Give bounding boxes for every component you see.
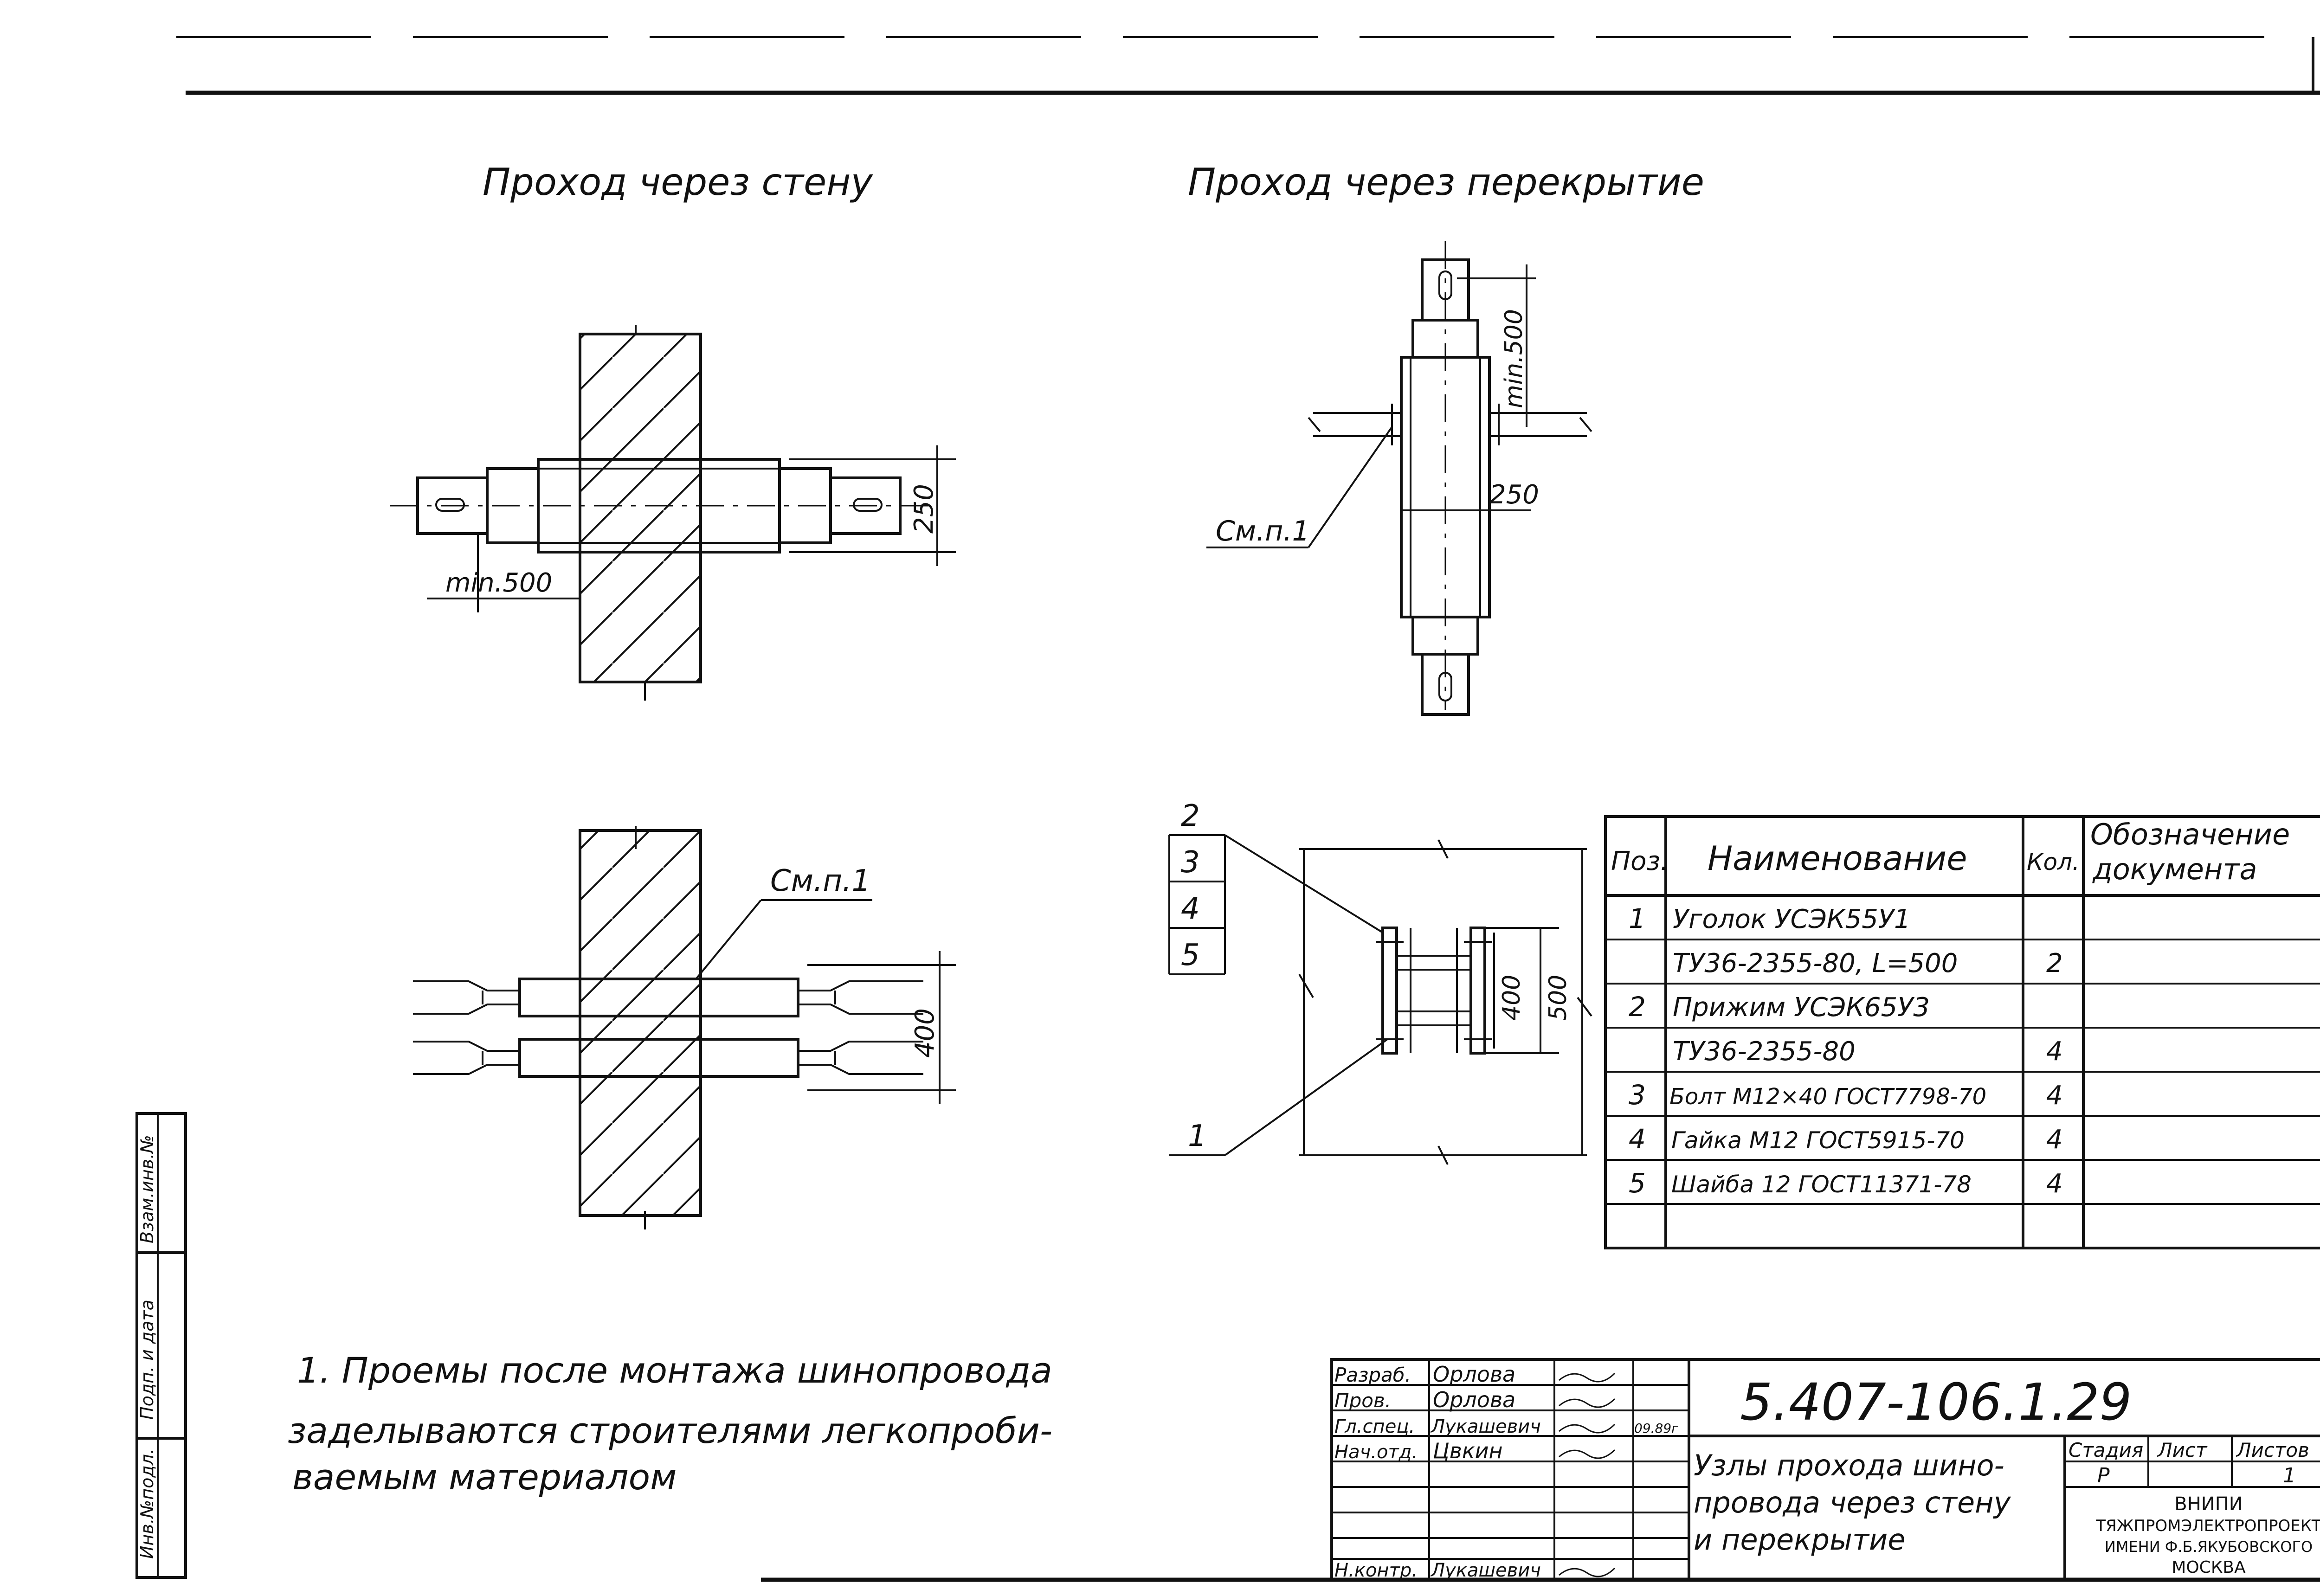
header-name: Наименование: [1708, 839, 1967, 878]
sheet-frame: [186, 90, 2320, 95]
svg-text:3: 3: [1629, 1079, 1646, 1111]
detail-dim-500: 500: [1544, 975, 1572, 1021]
note-line-2: заделываются строителями легкопроби-: [288, 1410, 1052, 1451]
role-nkontr: Н.контр.: [1334, 1560, 1418, 1581]
sheets-value: 1: [2283, 1464, 2296, 1487]
svg-text:4: 4: [2046, 1081, 2063, 1111]
svg-text:4: 4: [2046, 1125, 2063, 1155]
svg-text:Прижим УСЭК65У3: Прижим УСЭК65У3: [1673, 992, 1930, 1023]
title-line-2: провода через стену: [1694, 1486, 2011, 1519]
name-nkontr: Лукашевич: [1430, 1560, 1541, 1581]
svg-text:Шайба 12 ГОСТ11371-78: Шайба 12 ГОСТ11371-78: [1671, 1171, 1972, 1198]
wall-dim-250: 250: [909, 484, 939, 534]
header-qty: Кол.: [2027, 849, 2080, 875]
org-line-2: ТЯЖПРОМЭЛЕКТРОПРОЕКТ: [2095, 1517, 2320, 1535]
svg-text:Гайка М12 ГОСТ5915-70: Гайка М12 ГОСТ5915-70: [1671, 1127, 1965, 1154]
detail-pos-3: 3: [1181, 845, 1200, 880]
approval-date: 09.89г: [1634, 1421, 1678, 1436]
table-row: ТУ36-2355-80, L=500 2: [1673, 948, 2063, 978]
role-nachotd: Нач.отд.: [1334, 1442, 1418, 1463]
table-row: 2 Прижим УСЭК65У3: [1629, 991, 1930, 1023]
svg-text:2: 2: [1629, 991, 1646, 1023]
svg-text:5: 5: [1629, 1167, 1646, 1199]
name-nachotd: Цвкин: [1433, 1438, 1503, 1463]
table-row: 1 Уголок УСЭК55У1: [1629, 903, 1911, 934]
stamp-vzam-inv: Взам.инв.№: [137, 1135, 157, 1243]
stage-label: Стадия: [2069, 1439, 2143, 1461]
signature-marks: [1559, 1372, 1616, 1577]
detail-pos-2: 2: [1181, 799, 1200, 833]
svg-text:Болт М12×40 ГОСТ7798-70: Болт М12×40 ГОСТ7798-70: [1669, 1084, 1986, 1110]
wall-callout: См.п.1: [770, 864, 870, 898]
org-line-3: ИМЕНИ Ф.Б.ЯКУБОВСКОГО: [2105, 1538, 2313, 1556]
detail-dim-400: 400: [1498, 975, 1526, 1021]
note-block: 1. Проемы после монтажа шинопровода заде…: [288, 1350, 1052, 1498]
svg-text:ТУ36-2355-80, L=500: ТУ36-2355-80, L=500: [1673, 948, 1958, 978]
table-row: 4 Гайка М12 ГОСТ5915-70 4: [1629, 1123, 2063, 1155]
floor-dim-min500: min.500: [1500, 309, 1528, 408]
detail-view: 2 3 4 5 400 500 1: [1168, 799, 1592, 1165]
header-doc-1: Обозначение: [2090, 817, 2290, 851]
title-line-1: Узлы прохода шино-: [1694, 1448, 2004, 1482]
floor-view-title: Проход через перекрытие: [1188, 161, 1704, 204]
wall-view-title: Проход через стену: [483, 161, 873, 204]
side-stamp: Инв.№подл. Подп. и дата Взам.инв.№: [135, 1112, 187, 1579]
wall-plan-view: 250 min.500: [390, 325, 956, 701]
sheet-label: Лист: [2157, 1439, 2208, 1461]
header-pos: Поз.: [1611, 846, 1669, 876]
svg-text:1: 1: [1629, 903, 1646, 934]
org-line-4: МОСКВА: [2172, 1558, 2246, 1577]
svg-text:Уголок УСЭК55У1: Уголок УСЭК55У1: [1673, 904, 1911, 934]
table-row: 3 Болт М12×40 ГОСТ7798-70 4: [1629, 1079, 2063, 1111]
detail-pos-4: 4: [1181, 892, 1200, 926]
detail-pos-1: 1: [1188, 1119, 1207, 1153]
stamp-inv-podl: Инв.№подл.: [137, 1448, 157, 1559]
table-row: 5 Шайба 12 ГОСТ11371-78 4: [1629, 1167, 2063, 1199]
floor-callout: См.п.1: [1216, 515, 1310, 547]
wall-dim-min500: min.500: [445, 568, 552, 598]
sheets-label: Листов: [2236, 1439, 2309, 1461]
svg-text:4: 4: [1629, 1123, 1646, 1155]
name-glspec: Лукашевич: [1430, 1416, 1541, 1437]
title-line-3: и перекрытие: [1694, 1523, 1906, 1557]
specification-table: Поз. Наименование Кол. Обозначение докум…: [1604, 815, 2320, 1249]
floor-section-view: min.500 250 См.п.1: [1206, 241, 1592, 716]
svg-text:4: 4: [2046, 1036, 2063, 1067]
org-line-1: ВНИПИ: [2174, 1493, 2243, 1515]
wall-dim-400: 400: [910, 1008, 940, 1058]
header-doc-2: документа: [2092, 852, 2257, 886]
table-row: ТУ36-2355-80 4: [1673, 1036, 2063, 1067]
name-razrab: Орлова: [1433, 1362, 1515, 1387]
role-prov: Пров.: [1334, 1389, 1391, 1412]
note-line-3: ваемым материалом: [292, 1456, 677, 1498]
svg-text:4: 4: [2046, 1169, 2063, 1199]
title-block: Разраб. Орлова Пров. Орлова Гл.спец. Лук…: [761, 1358, 2320, 1582]
stamp-sign-date: Подп. и дата: [137, 1300, 157, 1420]
role-razrab: Разраб.: [1334, 1364, 1411, 1386]
floor-dim-250: 250: [1489, 480, 1539, 510]
role-glspec: Гл.спец.: [1334, 1416, 1415, 1437]
document-code: 5.407-106.1.29: [1740, 1372, 2132, 1432]
svg-text:2: 2: [2046, 948, 2063, 978]
wall-section-view: См.п.1 400: [413, 826, 956, 1229]
stage-value: Р: [2097, 1464, 2110, 1487]
detail-pos-5: 5: [1181, 938, 1200, 972]
name-prov: Орлова: [1433, 1387, 1515, 1412]
svg-text:ТУ36-2355-80: ТУ36-2355-80: [1673, 1036, 1856, 1067]
note-line-1: 1. Проемы после монтажа шинопровода: [297, 1350, 1052, 1391]
